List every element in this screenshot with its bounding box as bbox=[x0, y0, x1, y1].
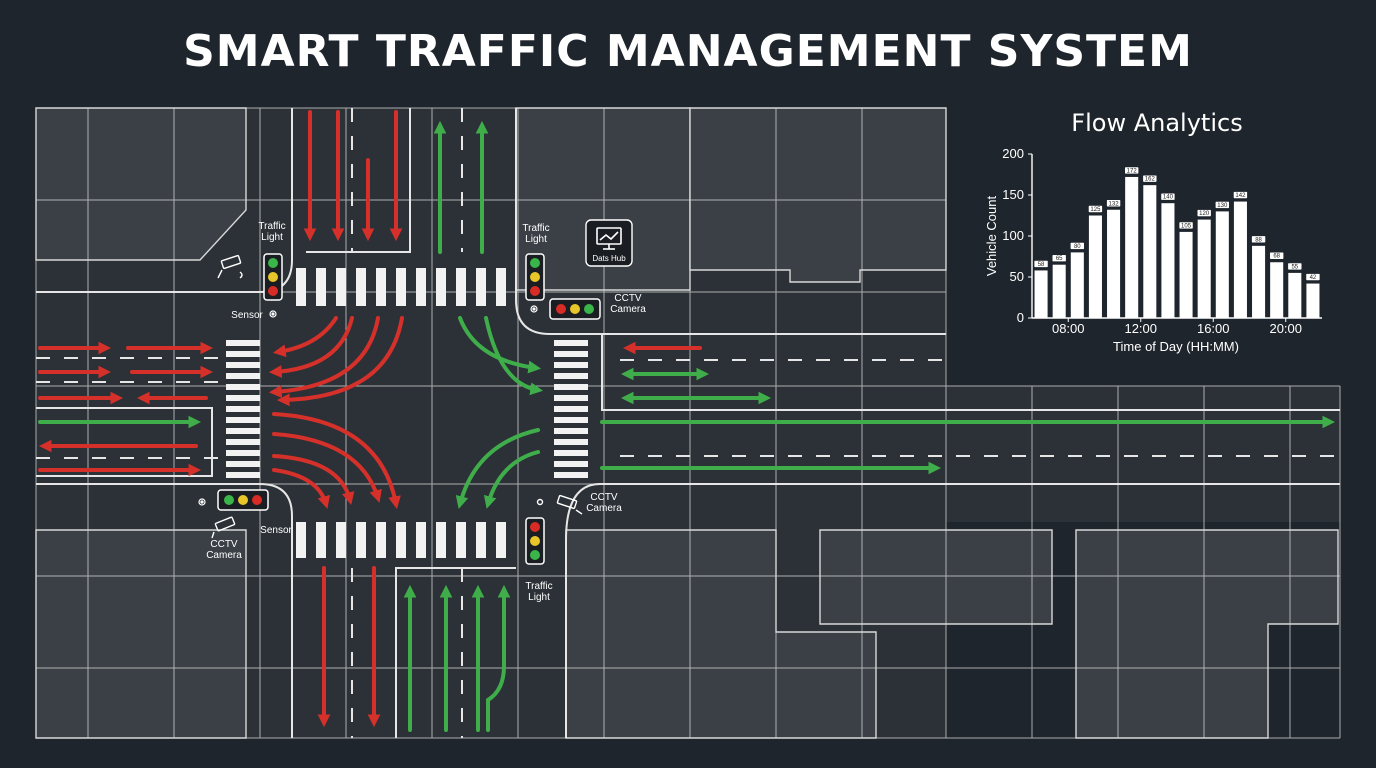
sensor-nw-label: Sensor bbox=[231, 310, 263, 321]
chart-data-label: 65 bbox=[1056, 256, 1063, 262]
cctv-camera-icon bbox=[211, 516, 236, 539]
chart-bar bbox=[1233, 201, 1247, 318]
chart-data-label-box bbox=[1051, 254, 1067, 262]
inbound-arrows bbox=[38, 110, 702, 728]
outbound-arrows bbox=[38, 120, 1336, 732]
chart-bar bbox=[1179, 231, 1193, 318]
cctv-camera-icon bbox=[217, 254, 243, 279]
traffic-light-nw bbox=[263, 253, 283, 301]
chart-title: Flow Analytics bbox=[1071, 109, 1242, 137]
chart-data-label: 142 bbox=[1235, 193, 1246, 199]
chart-bar bbox=[1288, 272, 1302, 318]
data-hub-box bbox=[585, 219, 633, 267]
chart-data-label: 80 bbox=[1074, 244, 1081, 250]
sensor-icon bbox=[530, 305, 538, 313]
crosswalks bbox=[226, 268, 588, 558]
curbs bbox=[36, 108, 1340, 738]
sensor-sw-label: Sensor bbox=[260, 525, 292, 536]
block-sw bbox=[35, 529, 247, 739]
chart-y-tick-label: 50 bbox=[1010, 269, 1024, 284]
chart-data-label-box bbox=[1251, 235, 1266, 244]
sensor-icon bbox=[198, 498, 206, 506]
chart-bar bbox=[1088, 215, 1102, 318]
chart-bar bbox=[1034, 270, 1048, 318]
chart-data-label: 105 bbox=[1181, 223, 1192, 229]
chart-data-label: 132 bbox=[1109, 201, 1120, 207]
data-hub-label: Dats Hub bbox=[592, 254, 626, 263]
chart-y-tick-label: 100 bbox=[1002, 228, 1024, 243]
chart-data-label-box bbox=[1160, 192, 1176, 201]
chart-data-label-box bbox=[1196, 209, 1212, 217]
chart-x-tick-label: 16:00 bbox=[1197, 321, 1230, 336]
chart-data-label-box bbox=[1269, 251, 1284, 260]
chart-y-tick-label: 0 bbox=[1017, 310, 1024, 325]
chart-bar bbox=[1070, 252, 1084, 318]
chart-data-label-box bbox=[1070, 242, 1085, 250]
traffic-light-e-horizontal bbox=[549, 298, 601, 320]
traffic-light-ne bbox=[525, 253, 545, 301]
chart-data-label: 172 bbox=[1127, 168, 1138, 174]
chart-data-label-box bbox=[1106, 199, 1121, 208]
block-se-1 bbox=[819, 529, 1053, 625]
chart-bar bbox=[1052, 264, 1066, 318]
cctv-camera-icon bbox=[536, 494, 583, 515]
traffic-light-se bbox=[525, 517, 545, 565]
chart-data-label: 58 bbox=[1038, 262, 1045, 268]
sensor-icon bbox=[269, 310, 277, 318]
chart-data-label: 68 bbox=[1273, 254, 1280, 260]
chart-x-tick-label: 20:00 bbox=[1269, 321, 1302, 336]
chart-data-label: 55 bbox=[1291, 264, 1298, 270]
traffic-flow-arrows bbox=[38, 110, 1336, 732]
chart-data-label: 88 bbox=[1255, 237, 1262, 243]
chart-bar bbox=[1306, 283, 1320, 318]
chart-data-label-box bbox=[1142, 174, 1158, 183]
chart-bar bbox=[1107, 209, 1121, 318]
chart-data-label-box bbox=[1033, 260, 1049, 268]
chart-ylabel: Vehicle Count bbox=[984, 196, 999, 277]
chart-bar bbox=[1270, 262, 1284, 318]
chart-bar bbox=[1197, 219, 1211, 318]
flow-analytics-chart: Flow Analytics Time of Day (HH:MM) Vehic… bbox=[984, 109, 1322, 354]
monitor-chart-icon bbox=[596, 227, 622, 250]
chart-bar bbox=[1125, 176, 1139, 318]
chart-xlabel: Time of Day (HH:MM) bbox=[1113, 339, 1239, 354]
chart-data-label-box bbox=[1088, 205, 1103, 213]
chart-data-label-box bbox=[1305, 273, 1321, 281]
chart-bar bbox=[1143, 185, 1157, 318]
chart-data-label: 42 bbox=[1310, 275, 1317, 281]
chart-bar bbox=[1252, 245, 1266, 318]
chart-data-label-box bbox=[1233, 191, 1248, 199]
chart-y-tick-label: 200 bbox=[1002, 146, 1024, 161]
chart-data-label: 120 bbox=[1199, 211, 1210, 217]
block-nw bbox=[35, 107, 247, 261]
chart-data-label: 130 bbox=[1217, 203, 1228, 209]
chart-data-label-box bbox=[1287, 262, 1303, 271]
chart-data-label: 125 bbox=[1090, 207, 1101, 213]
east-road bbox=[596, 386, 1340, 522]
chart-y-tick-label: 150 bbox=[1002, 187, 1024, 202]
chart-bar bbox=[1161, 203, 1175, 318]
chart-x-tick-label: 12:00 bbox=[1124, 321, 1157, 336]
chart-data-label-box bbox=[1215, 201, 1230, 209]
block-ne bbox=[689, 107, 947, 283]
chart-data-label-box bbox=[1178, 221, 1194, 230]
chart-data-label: 162 bbox=[1145, 177, 1156, 183]
city-blocks bbox=[35, 107, 1339, 739]
chart-data-label-box bbox=[1124, 166, 1139, 175]
chart-x-tick-label: 08:00 bbox=[1052, 321, 1085, 336]
chart-data-label: 140 bbox=[1163, 195, 1174, 201]
page-title: SMART TRAFFIC MANAGEMENT SYSTEM bbox=[183, 26, 1193, 77]
chart-bar bbox=[1215, 211, 1229, 318]
lane-markings bbox=[36, 108, 1340, 738]
traffic-light-sw-horizontal bbox=[217, 489, 269, 511]
block-se-2 bbox=[1075, 529, 1339, 739]
